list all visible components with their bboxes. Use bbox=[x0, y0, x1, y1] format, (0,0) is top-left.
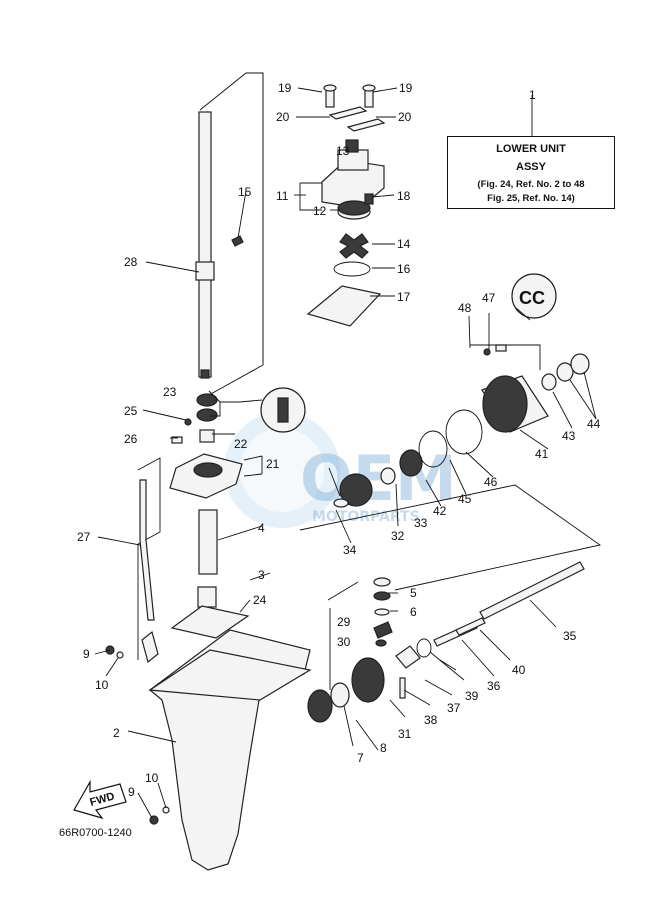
watermark-tagline: MOTORPARTS bbox=[312, 509, 420, 525]
callout-2: 2 bbox=[113, 726, 120, 740]
callout-numbers: 1 2 3 4 5 6 7 8 9 9 10 10 11 12 13 14 15… bbox=[77, 81, 601, 799]
fwd-arrow: FWD bbox=[73, 779, 127, 820]
callout-8: 8 bbox=[380, 741, 387, 755]
cc-detail-circle bbox=[511, 273, 557, 319]
callout-26: 26 bbox=[124, 432, 138, 446]
shaft-pin bbox=[231, 235, 244, 247]
callout-37: 37 bbox=[447, 701, 461, 715]
callout-19-right: 19 bbox=[399, 81, 413, 95]
callout-15: 15 bbox=[238, 185, 252, 199]
callout-31: 31 bbox=[398, 727, 412, 741]
callout-3: 3 bbox=[258, 568, 265, 582]
callout-5: 5 bbox=[410, 586, 417, 600]
callout-10-lower: 10 bbox=[145, 771, 159, 785]
callout-27: 27 bbox=[77, 530, 91, 544]
callout-7: 7 bbox=[357, 751, 364, 765]
callout-39: 39 bbox=[465, 689, 479, 703]
callout-19-left: 19 bbox=[278, 81, 292, 95]
callout-47: 47 bbox=[482, 291, 496, 305]
cc-detail-label: CC bbox=[519, 288, 545, 308]
callout-25: 25 bbox=[124, 404, 138, 418]
callout-35: 35 bbox=[563, 629, 577, 643]
callout-32: 32 bbox=[391, 529, 405, 543]
watermark: OEM MOTORPARTS bbox=[224, 412, 457, 528]
callout-43: 43 bbox=[562, 429, 576, 443]
callout-21: 21 bbox=[266, 457, 280, 471]
callout-10-upper: 10 bbox=[95, 678, 109, 692]
info-box-title: LOWER UNIT bbox=[496, 143, 566, 155]
callout-41: 41 bbox=[535, 447, 549, 461]
callout-20-right: 20 bbox=[398, 110, 412, 124]
callout-9-lower: 9 bbox=[128, 785, 135, 799]
callout-29: 29 bbox=[337, 615, 351, 629]
seal-detail-icon bbox=[277, 397, 289, 423]
callout-40: 40 bbox=[512, 663, 526, 677]
callout-34: 34 bbox=[343, 543, 357, 557]
assembly-frame-lines bbox=[137, 72, 602, 690]
callout-9-upper: 9 bbox=[83, 647, 90, 661]
anti-ventilation-plate bbox=[148, 649, 312, 701]
callout-20-left: 20 bbox=[276, 110, 290, 124]
callout-17: 17 bbox=[397, 290, 411, 304]
callout-1: 1 bbox=[529, 88, 536, 102]
water-pump-group bbox=[306, 84, 386, 327]
shift-rod bbox=[139, 479, 159, 664]
leader-lines bbox=[94, 87, 597, 819]
callout-6: 6 bbox=[410, 605, 417, 619]
housing-group bbox=[169, 393, 250, 639]
callout-4: 4 bbox=[258, 521, 265, 535]
lower-unit-assy-box: LOWER UNIT ASSY (Fig. 24, Ref. No. 2 to … bbox=[447, 136, 615, 209]
gearbox-components bbox=[307, 344, 590, 723]
info-box-ref-line-1: (Fig. 24, Ref. No. 2 to 48 bbox=[477, 179, 585, 190]
drive-shaft bbox=[195, 111, 215, 379]
callout-45: 45 bbox=[458, 492, 472, 506]
callout-23: 23 bbox=[163, 385, 177, 399]
callout-12: 12 bbox=[313, 204, 327, 218]
callout-18: 18 bbox=[397, 189, 411, 203]
callout-46: 46 bbox=[484, 475, 498, 489]
callout-11: 11 bbox=[276, 189, 289, 203]
info-box-subtitle: ASSY bbox=[516, 161, 546, 173]
callout-13: 13 bbox=[336, 144, 350, 158]
callout-44: 44 bbox=[587, 417, 601, 431]
callout-48: 48 bbox=[458, 301, 472, 315]
drawing-code: 66R0700-1240 bbox=[59, 827, 132, 839]
info-box-ref-line-2: Fig. 25, Ref. No. 14) bbox=[487, 193, 575, 204]
callout-14: 14 bbox=[397, 237, 411, 251]
callout-38: 38 bbox=[424, 713, 438, 727]
callout-42: 42 bbox=[433, 504, 447, 518]
callout-30: 30 bbox=[337, 635, 351, 649]
callout-28: 28 bbox=[124, 255, 138, 269]
callout-33: 33 bbox=[414, 516, 428, 530]
callout-36: 36 bbox=[487, 679, 501, 693]
callout-16: 16 bbox=[397, 262, 411, 276]
callout-22: 22 bbox=[234, 437, 248, 451]
callout-24: 24 bbox=[253, 593, 267, 607]
